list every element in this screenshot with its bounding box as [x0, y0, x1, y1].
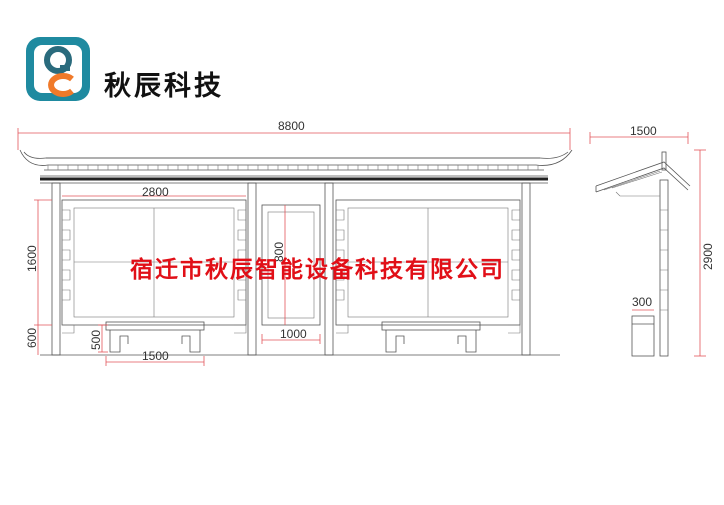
side-view: 1500 300 2900	[589, 124, 715, 357]
base-height-dimension: 600	[25, 325, 39, 355]
total-width-label: 8800	[278, 119, 305, 133]
center-height-dimension: 800	[272, 205, 286, 325]
bench-height-label: 500	[89, 330, 103, 350]
bench-width-label: 1500	[142, 349, 169, 363]
center-height-label: 800	[272, 242, 286, 262]
base-height-label: 600	[25, 328, 39, 348]
roof-tiles	[47, 165, 539, 170]
posts	[40, 182, 560, 356]
center-panel	[261, 204, 321, 326]
board-height-dimension: 1600	[25, 199, 52, 326]
board-height-label: 1600	[25, 245, 39, 272]
company-watermark: 宿迁市秋辰智能设备科技有限公司	[130, 256, 505, 283]
total-width-dimension: 8800	[17, 119, 571, 150]
side-depth-label: 1500	[630, 124, 657, 138]
right-display-board	[335, 199, 521, 334]
board-width-label: 2800	[142, 185, 169, 199]
center-width-dimension: 1000	[261, 327, 321, 344]
center-width-label: 1000	[280, 327, 307, 341]
bin-width-label: 300	[632, 295, 652, 309]
company-name: 秋辰科技	[104, 71, 224, 102]
roof	[19, 149, 573, 184]
bench-width-dimension: 1500	[105, 349, 205, 366]
bench-height-dimension: 500	[89, 324, 108, 353]
right-bench	[381, 321, 481, 353]
left-bench	[105, 321, 205, 353]
board-width-dimension: 2800	[62, 185, 246, 199]
side-height-label: 2900	[701, 243, 715, 270]
company-logo	[22, 33, 94, 105]
left-display-board	[61, 199, 247, 334]
